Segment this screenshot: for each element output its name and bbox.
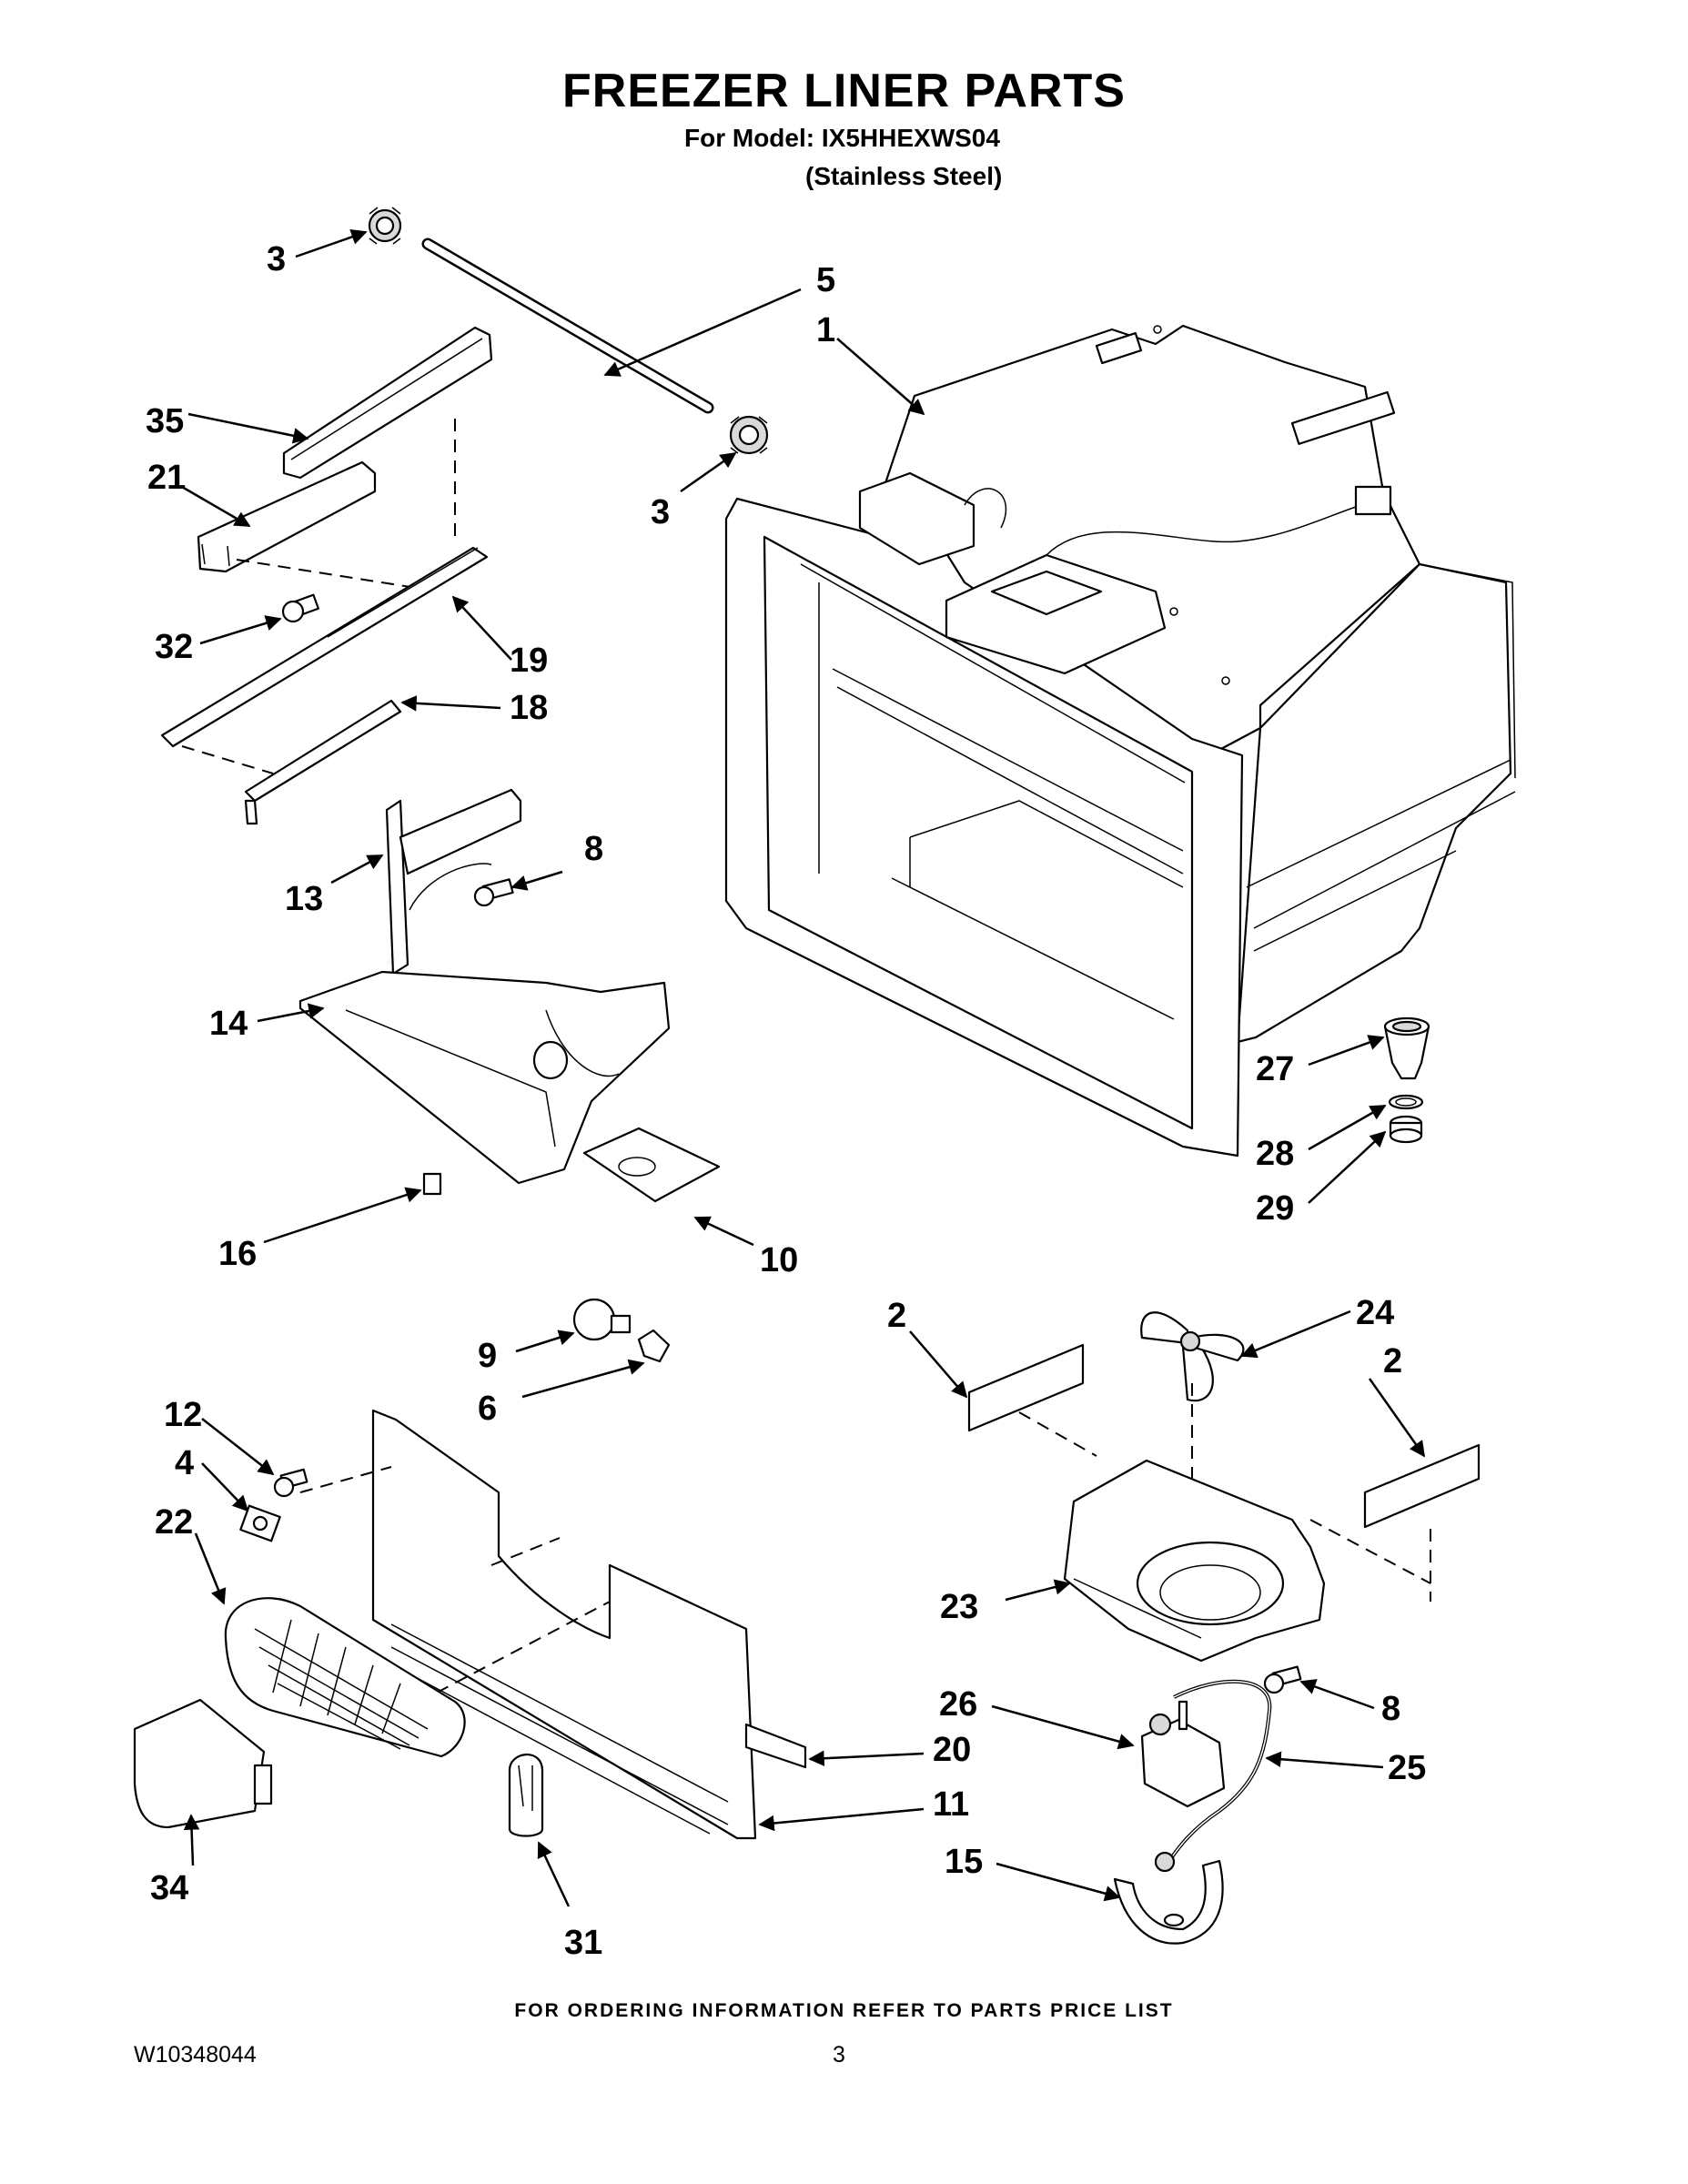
heater-31-part (508, 1754, 544, 1837)
freezer-liner-part (724, 324, 1516, 1158)
lamp-bulb-part (572, 1298, 632, 1341)
callout-32: 32 (155, 628, 193, 666)
ordering-note: FOR ORDERING INFORMATION REFER TO PARTS … (514, 2000, 1174, 2021)
callout-10: 10 (760, 1241, 798, 1279)
insulation-20-part (744, 1723, 807, 1769)
insulation-pad-2-left-part (967, 1343, 1085, 1432)
drain-ring-28-part (1388, 1094, 1424, 1110)
connector-4-part (239, 1504, 281, 1542)
slide-rail-lower-part (244, 699, 402, 825)
callout-6: 6 (478, 1390, 497, 1428)
variant-line: (Stainless Steel) (805, 162, 1003, 190)
wire-harness-25-part (1167, 1679, 1272, 1863)
page-number: 3 (833, 2042, 845, 2068)
rail-cover-part (282, 326, 493, 480)
callout-29: 29 (1256, 1189, 1294, 1228)
slide-rail-part (160, 546, 489, 748)
gear-bottom-part (729, 415, 769, 455)
callout-4: 4 (175, 1444, 194, 1482)
model-line: For Model: IX5HHEXWS04 (684, 124, 1000, 152)
rear-cover-panel-part (371, 1409, 757, 1840)
callout-31: 31 (564, 1924, 602, 1962)
drain-plug-29-part (1389, 1115, 1423, 1144)
callout-8-right: 8 (1381, 1690, 1400, 1728)
callout-2-left: 2 (887, 1297, 906, 1335)
callout-21: 21 (147, 459, 186, 497)
callout-2-right: 2 (1383, 1342, 1402, 1380)
bracket-13-part (385, 788, 522, 976)
callout-27: 27 (1256, 1050, 1294, 1088)
callout-5: 5 (816, 261, 835, 299)
drain-cup-27-part (1383, 1016, 1430, 1080)
callout-28: 28 (1256, 1135, 1294, 1173)
screw-8-left-part (473, 878, 514, 907)
callout-23: 23 (940, 1588, 978, 1626)
callout-22: 22 (155, 1503, 193, 1542)
clip-16-part (422, 1172, 442, 1196)
callout-24: 24 (1356, 1294, 1394, 1332)
callout-18: 18 (510, 689, 548, 727)
screw-32-part (281, 593, 319, 623)
callout-20: 20 (933, 1731, 971, 1769)
callout-12: 12 (164, 1396, 202, 1434)
fan-shroud-23-part (1063, 1459, 1326, 1663)
callout-16: 16 (218, 1235, 257, 1273)
callout-19: 19 (510, 642, 548, 680)
callout-14: 14 (209, 1005, 248, 1043)
fan-motor-26-part (1140, 1700, 1226, 1808)
lamp-socket-part (637, 1329, 671, 1363)
callout-15: 15 (945, 1843, 983, 1881)
callout-34: 34 (150, 1869, 188, 1907)
callout-26: 26 (939, 1685, 977, 1724)
auger-shaft-part (421, 238, 714, 414)
foam-pad-10-part (582, 1127, 721, 1203)
callout-3-top: 3 (267, 240, 286, 278)
callout-3-bottom: 3 (651, 493, 670, 531)
callout-9: 9 (478, 1337, 497, 1375)
callout-1: 1 (816, 311, 835, 349)
insulation-pad-2-right-part (1363, 1443, 1481, 1529)
air-diffuser-housing-part (298, 970, 671, 1185)
duct-cover-34-part (133, 1698, 273, 1829)
rail-bracket-part (197, 460, 377, 573)
motor-bracket-15-part (1113, 1851, 1224, 1945)
screw-12-part (273, 1468, 308, 1498)
callout-11: 11 (933, 1785, 969, 1824)
callout-13: 13 (285, 880, 323, 918)
grille-22-part (224, 1597, 466, 1758)
callout-35: 35 (146, 402, 184, 440)
gear-top-part (368, 207, 402, 245)
fan-blade-24-part (1140, 1311, 1245, 1402)
callout-8-left: 8 (584, 830, 603, 868)
screw-8-right-part (1263, 1665, 1302, 1694)
page-title: FREEZER LINER PARTS (562, 65, 1126, 117)
callout-25: 25 (1388, 1749, 1426, 1787)
document-number: W10348044 (134, 2042, 257, 2068)
